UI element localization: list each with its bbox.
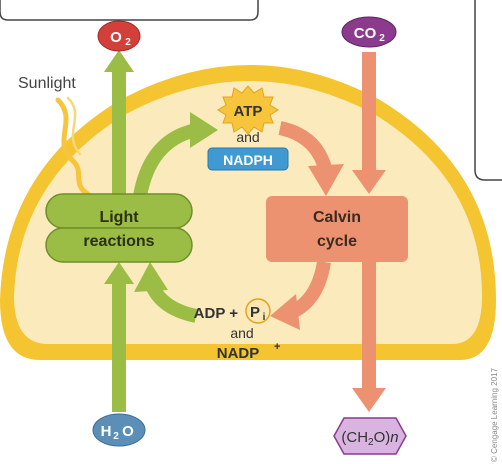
h2o-subscript: 2: [113, 431, 119, 442]
product-label: (CH2O)n: [341, 429, 398, 448]
o2-subscript: 2: [125, 37, 131, 48]
o2-badge: O 2: [97, 20, 141, 52]
product-part1: (CH: [341, 429, 368, 446]
light-reactions-label-line2: reactions: [83, 233, 154, 250]
calvin-cycle-box: Calvin cycle: [266, 196, 408, 262]
right-panel-border: [474, 0, 502, 181]
light-reactions-box: Light reactions: [45, 193, 193, 263]
product-badge: (CH2O)n: [333, 417, 407, 455]
nadph-label: NADPH: [223, 152, 273, 168]
product-subscript: 2: [368, 437, 374, 448]
nadph-badge: NADPH: [207, 147, 289, 171]
adp-plus-label: ADP +: [194, 305, 239, 322]
h2o-o-label: O: [122, 423, 134, 440]
nadp-label-group: NADP +: [217, 341, 281, 362]
pi-subscript: i: [263, 312, 266, 323]
calvin-to-adp-arrow: [270, 260, 331, 330]
adp-to-light-arrow: [134, 262, 198, 323]
o2-output-arrow: [104, 50, 134, 196]
h2o-input-arrow: [104, 262, 134, 412]
pi-circle: P i: [245, 298, 271, 324]
light-to-atp-arrow: [133, 112, 218, 198]
co2-label: CO: [354, 25, 377, 42]
credit-text: © Cengage Learning 2017: [490, 367, 499, 462]
product-part2: O): [374, 429, 391, 446]
top-panel-border: [0, 0, 259, 21]
atp-burst: ATP: [217, 85, 279, 135]
calvin-label-line2: cycle: [317, 233, 357, 250]
nadp-superscript: +: [274, 341, 280, 353]
nadp-label: NADP: [217, 345, 260, 362]
pi-label: P: [250, 304, 260, 321]
atp-label: ATP: [234, 103, 263, 120]
product-n: n: [390, 429, 398, 446]
h2o-badge: H 2 O: [92, 413, 146, 447]
and-top-label: and: [236, 129, 259, 145]
product-output-arrow: [352, 262, 386, 412]
co2-badge: CO 2: [341, 16, 397, 48]
and-bottom-label: and: [230, 325, 253, 341]
o2-label: O: [110, 29, 122, 46]
calvin-label-line1: Calvin: [313, 209, 361, 226]
sunlight-label: Sunlight: [18, 75, 76, 92]
co2-subscript: 2: [379, 33, 385, 44]
h2o-h-label: H: [101, 423, 112, 440]
co2-input-arrow: [352, 52, 386, 194]
light-reactions-label-line1: Light: [99, 209, 139, 226]
atp-to-calvin-arrow: [278, 121, 344, 196]
